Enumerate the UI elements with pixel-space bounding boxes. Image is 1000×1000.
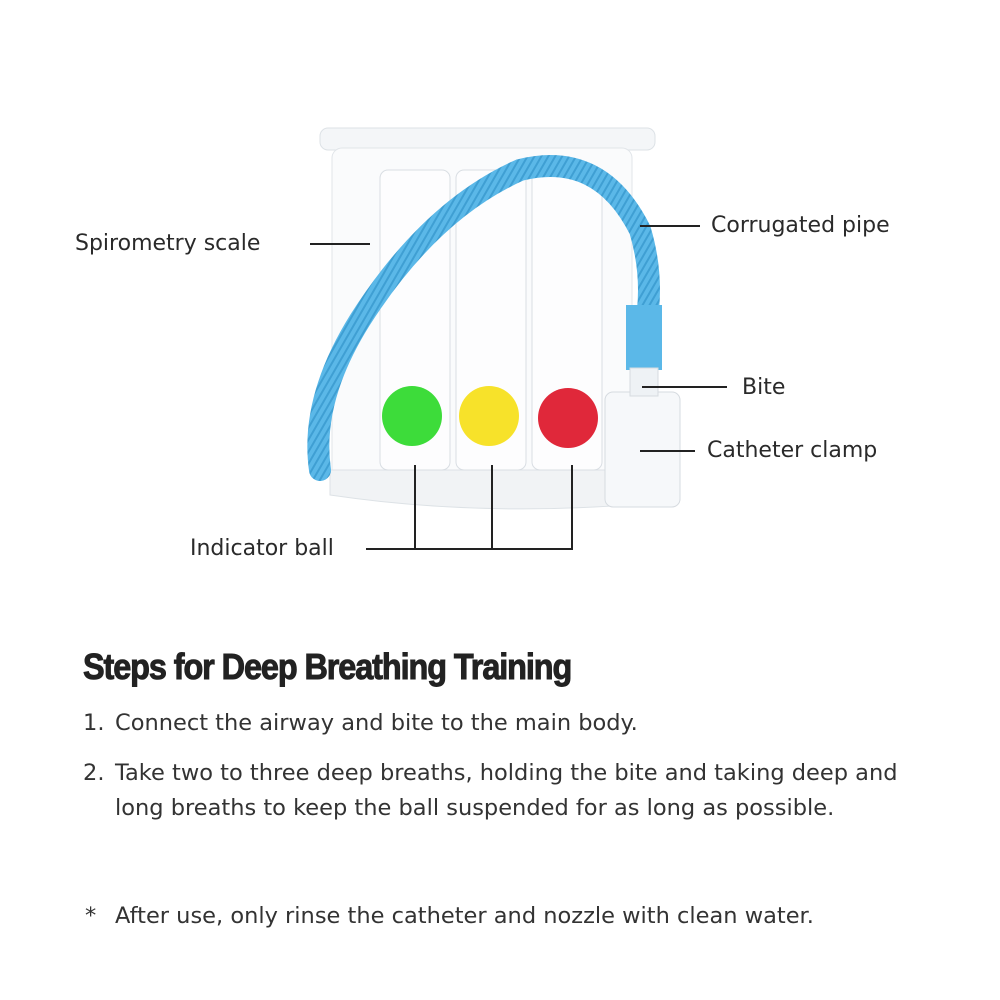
indicator-ball-red bbox=[538, 388, 598, 448]
leader-line bbox=[414, 465, 416, 549]
step-text: Take two to three deep breaths, holding … bbox=[115, 760, 898, 821]
step-text: Connect the airway and bite to the main … bbox=[115, 710, 638, 736]
indicator-ball-green bbox=[382, 386, 442, 446]
step-1: 1. Connect the airway and bite to the ma… bbox=[83, 706, 943, 741]
step-number: 2. bbox=[83, 760, 105, 786]
corrugated-pipe bbox=[307, 155, 660, 481]
label-spirometry-scale: Spirometry scale bbox=[75, 231, 261, 256]
step-number: 1. bbox=[83, 710, 105, 736]
label-bite: Bite bbox=[742, 375, 786, 400]
step-2: 2. Take two to three deep breaths, holdi… bbox=[83, 756, 943, 826]
label-corrugated-pipe: Corrugated pipe bbox=[711, 213, 890, 238]
care-note: * After use, only rinse the catheter and… bbox=[83, 899, 943, 934]
note-asterisk: * bbox=[85, 903, 97, 929]
bite-connector bbox=[626, 305, 662, 370]
instructions-title: Steps for Deep Breathing Training bbox=[83, 646, 573, 688]
leader-line bbox=[640, 225, 700, 227]
leader-line bbox=[366, 548, 573, 550]
label-catheter-clamp: Catheter clamp bbox=[707, 438, 878, 463]
device-body bbox=[319, 127, 681, 510]
leader-line bbox=[491, 465, 493, 549]
label-indicator-ball: Indicator ball bbox=[190, 536, 334, 561]
note-text: After use, only rinse the catheter and n… bbox=[115, 903, 814, 929]
leader-line bbox=[640, 450, 695, 452]
spirometer-illustration bbox=[307, 127, 681, 510]
bite bbox=[629, 367, 659, 397]
leader-line bbox=[571, 465, 573, 549]
leader-line bbox=[642, 386, 727, 388]
leader-line bbox=[310, 243, 370, 245]
indicator-ball-yellow bbox=[459, 386, 519, 446]
